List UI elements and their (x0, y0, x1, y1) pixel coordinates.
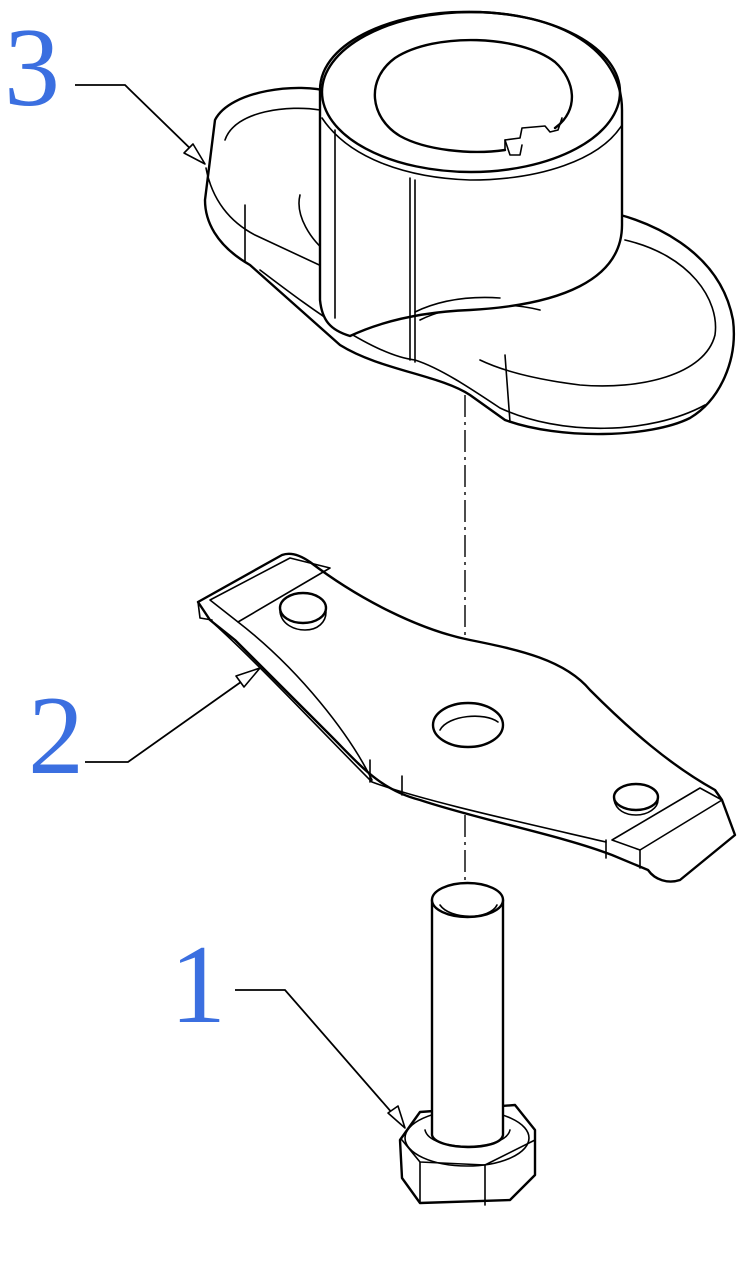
callout-2-label: 2 (28, 674, 84, 798)
plate-center-hole-inner (439, 715, 499, 731)
housing-base-edge-left (205, 167, 331, 271)
leader-2-arrowhead (235, 667, 261, 688)
plate-bottom-edge (209, 619, 607, 843)
bolt-shank (430, 898, 505, 1149)
callout-3-label: 3 (4, 6, 60, 130)
plate-left-end-top (209, 557, 331, 623)
housing-boss-band (321, 117, 623, 181)
housing-boss-lower-fillet (414, 296, 501, 313)
bolt-hex-edge-3 (401, 1139, 536, 1166)
housing-boss (318, 10, 624, 338)
callout-2: 2 (28, 667, 261, 798)
part-2-plate (196, 552, 737, 883)
plate-stud-right-side (613, 799, 659, 816)
plate-body (196, 552, 737, 883)
leader-3-arrowhead (183, 143, 206, 165)
housing-keyway-notch (504, 139, 523, 156)
housing-base-right-rim (479, 239, 717, 387)
plate-center-hole (431, 701, 505, 749)
leader-2 (85, 671, 256, 763)
leader-3 (75, 84, 201, 159)
part-1-bolt (398, 881, 537, 1206)
callout-1-label: 1 (170, 923, 226, 1047)
callout-1: 1 (170, 923, 406, 1129)
housing-base-chamfer-2 (504, 354, 511, 423)
plate-left-bend (237, 621, 373, 781)
housing-base-top-rim (224, 107, 321, 141)
leader-1 (235, 989, 401, 1123)
plate-stud-right (612, 782, 660, 812)
bolt-shank-base (424, 1129, 511, 1148)
leader-1-arrowhead (387, 1105, 406, 1129)
housing-keyway (504, 117, 563, 151)
housing-bore (373, 38, 574, 154)
bolt-shank-top (430, 881, 505, 919)
housing-boss-top (320, 10, 622, 174)
part-3-housing (203, 10, 736, 436)
plate-stud-left (278, 591, 328, 625)
bolt-shank-chamfer (439, 904, 498, 917)
plate-stud-left-side (279, 611, 327, 631)
plate-right-end-top (611, 787, 723, 851)
callout-3: 3 (4, 6, 206, 165)
plate-left-tab (197, 601, 213, 621)
